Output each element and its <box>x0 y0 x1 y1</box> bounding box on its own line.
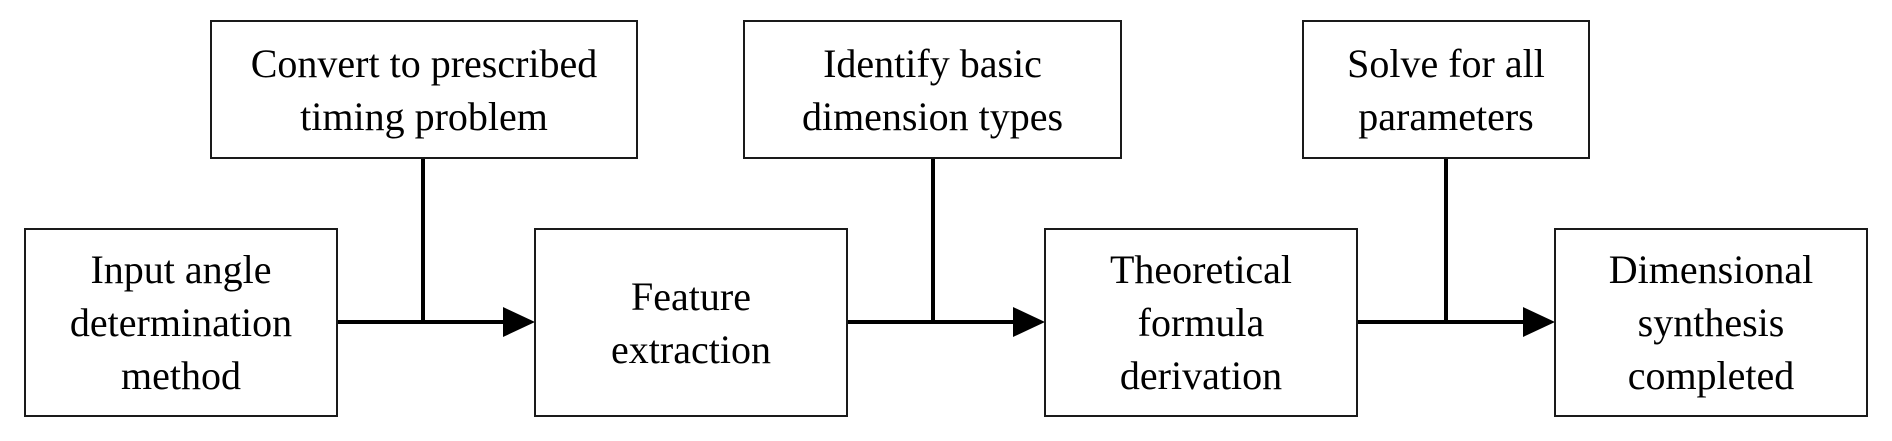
flow-box-step2: Feature extraction <box>534 228 848 417</box>
box-label: Solve for all parameters <box>1347 40 1545 139</box>
box-label: Dimensional synthesis completed <box>1608 247 1814 398</box>
side-box-aux1: Convert to prescribed timing problem <box>210 20 638 159</box>
arrowhead-icon <box>1523 307 1555 337</box>
box-label: Feature extraction <box>611 273 771 372</box>
box-label: Convert to prescribed timing problem <box>250 40 598 139</box>
box-label: Identify basic dimension types <box>801 40 1064 139</box>
arrowhead-icon <box>1013 307 1045 337</box>
flow-box-step1: Input angle determination method <box>24 228 338 417</box>
box-label: Input angle determination method <box>69 247 293 398</box>
flow-box-step3: Theoretical formula derivation <box>1044 228 1358 417</box>
flow-box-step4: Dimensional synthesis completed <box>1554 228 1868 417</box>
arrowhead-icon <box>503 307 535 337</box>
side-box-aux2: Identify basic dimension types <box>743 20 1122 159</box>
box-label: Theoretical formula derivation <box>1109 247 1293 398</box>
side-box-aux3: Solve for all parameters <box>1302 20 1590 159</box>
